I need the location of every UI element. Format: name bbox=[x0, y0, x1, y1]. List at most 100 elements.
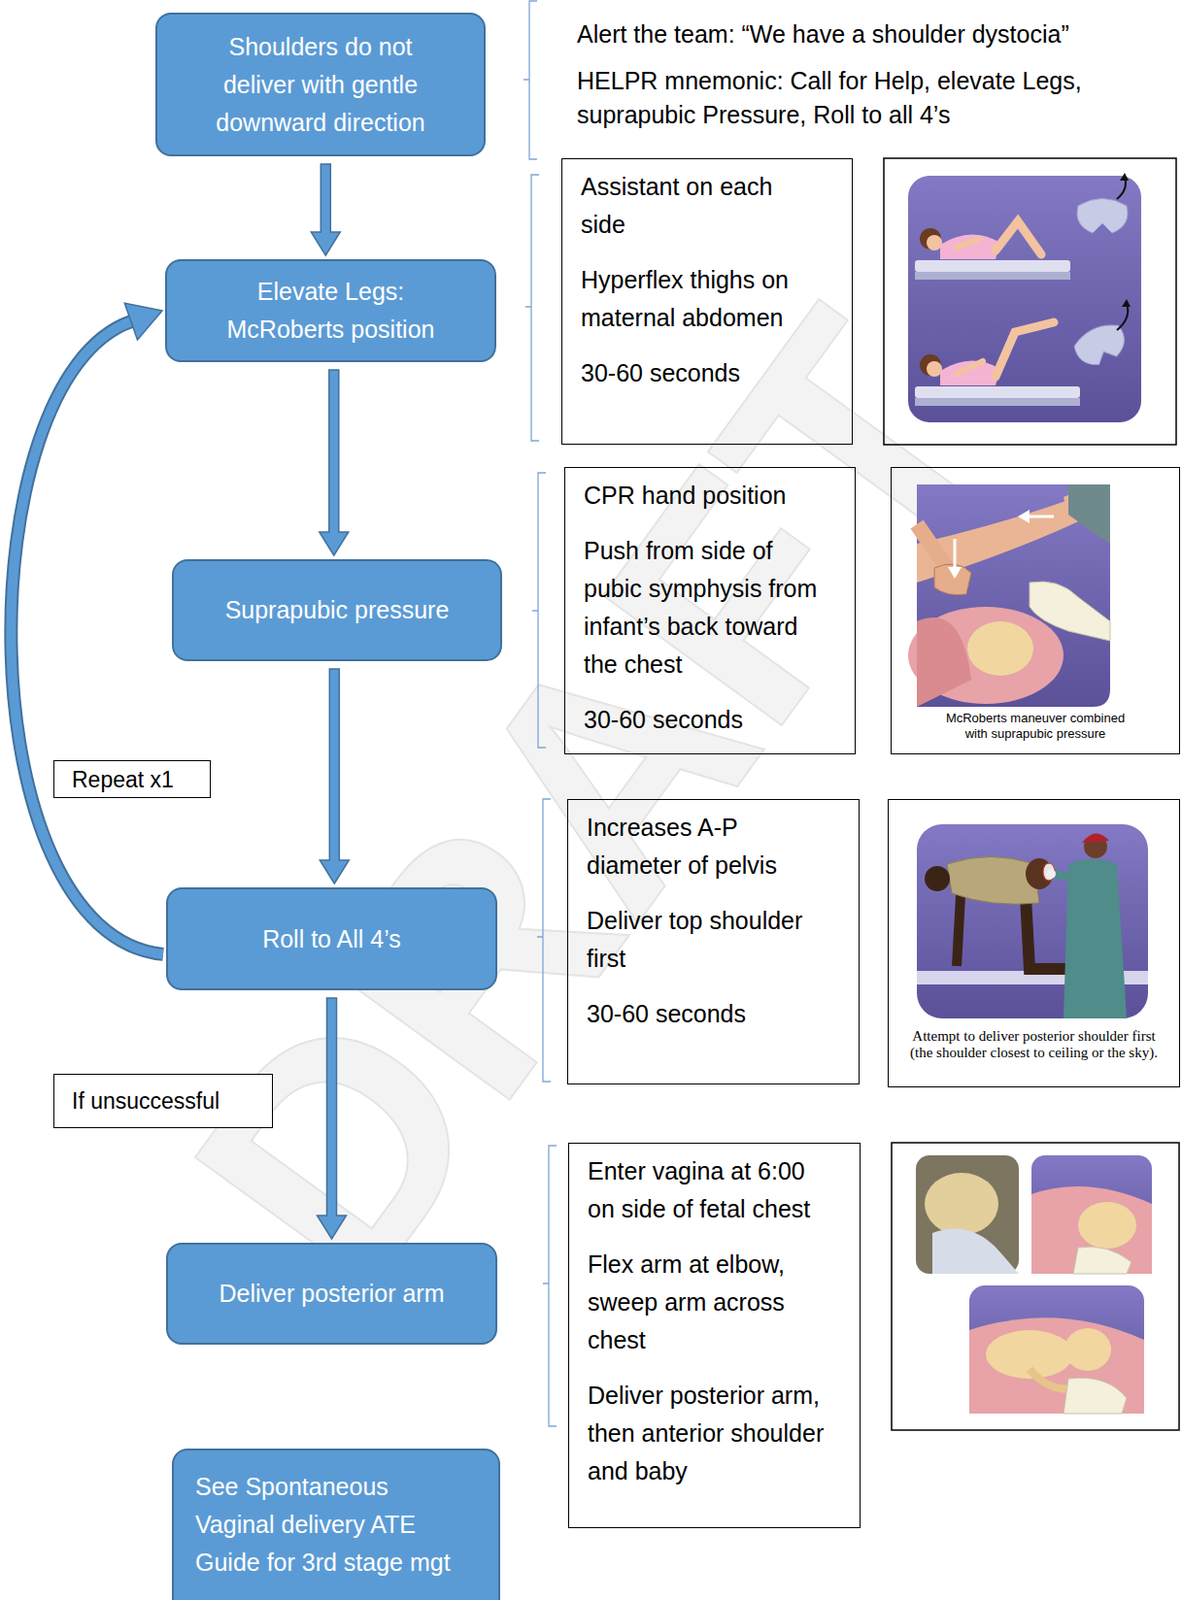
arrow-head bbox=[124, 303, 163, 340]
block-arrow bbox=[310, 164, 340, 256]
instruction-text: Alert the team: “We have a shoulder dyst… bbox=[576, 15, 1180, 54]
posterior-arm-illustration-part bbox=[969, 1317, 1145, 1415]
figure-box: McRoberts maneuver combined with suprapu… bbox=[890, 467, 1181, 755]
note-label-box: Repeat x1 bbox=[53, 760, 211, 799]
suprapubic-illustration-part bbox=[1068, 484, 1111, 544]
box-text: 30-60 seconds bbox=[583, 701, 822, 740]
label-wrap: HELPR mnemonic: Call for Help, elevate L… bbox=[576, 64, 1121, 133]
mcroberts-illustration-part bbox=[926, 361, 943, 377]
note-label-box: If unsuccessful bbox=[53, 1074, 273, 1129]
box-text: Elevate Legs: McRoberts position bbox=[209, 272, 453, 349]
mcroberts-illustration-part bbox=[914, 386, 1081, 399]
posterior-arm-illustration bbox=[915, 1155, 1152, 1415]
mcroberts-illustration-part bbox=[956, 361, 983, 374]
loop-arrow bbox=[10, 303, 164, 955]
all-fours-illustration-part bbox=[1046, 869, 1056, 879]
note-box: Increases A-P diameter of pelvisDeliver … bbox=[567, 799, 860, 1085]
bracket-lines-part bbox=[537, 799, 551, 1082]
box-text: Deliver posterior arm bbox=[218, 1275, 444, 1314]
box-text: If unsuccessful bbox=[71, 1087, 220, 1115]
mnemonic-text: HELPR mnemonic: Call for Help, elevate L… bbox=[576, 64, 1121, 133]
flow-arrow bbox=[319, 370, 349, 556]
suprapubic-illustration-part bbox=[1017, 509, 1030, 524]
bracket-lines-part bbox=[523, 0, 538, 160]
note-box: Assistant on each sideHyperflex thighs o… bbox=[561, 158, 853, 445]
suprapubic-illustration-part bbox=[1027, 515, 1054, 519]
flow-arrow bbox=[310, 164, 340, 256]
mcroberts-illustration-part bbox=[995, 221, 1042, 255]
all-fours-illustration-part bbox=[924, 866, 950, 892]
mcroberts-illustration-part bbox=[919, 228, 942, 250]
bracket-lines-part bbox=[532, 472, 546, 748]
suprapubic-illustration-part bbox=[953, 539, 957, 569]
posterior-arm-illustration-part bbox=[1064, 1328, 1112, 1372]
mcroberts-illustration-part bbox=[940, 360, 1001, 386]
posterior-arm-illustration-part bbox=[915, 1155, 1019, 1275]
process-box: Suprapubic pressure bbox=[171, 559, 503, 662]
mcroberts-illustration-part bbox=[914, 260, 1071, 272]
suprapubic-illustration-part bbox=[1029, 581, 1111, 642]
all-fours-illustration-part bbox=[946, 857, 1040, 906]
loop-arrow-outline bbox=[10, 321, 164, 955]
box-text: Attempt to deliver posterior shoulder fi… bbox=[903, 1028, 1166, 1062]
all-fours-illustration-part bbox=[1063, 859, 1127, 1019]
process-box: See Spontaneous Vaginal delivery ATE Gui… bbox=[171, 1449, 501, 1600]
process-box: Shoulders do not deliver with gentle dow… bbox=[155, 12, 486, 157]
block-arrow bbox=[319, 370, 349, 556]
figure-frame-part bbox=[883, 158, 1177, 445]
flow-arrow bbox=[317, 998, 347, 1240]
bracket-lines bbox=[523, 0, 557, 1427]
flow-arrow bbox=[319, 669, 349, 884]
all-fours-illustration-part bbox=[916, 824, 1149, 1019]
posterior-arm-illustration-part bbox=[932, 1229, 1019, 1276]
suprapubic-illustration-part bbox=[916, 484, 1111, 708]
box-text: 30-60 seconds bbox=[580, 354, 819, 393]
posterior-arm-illustration-part bbox=[924, 1173, 999, 1236]
figure-frame-part bbox=[891, 1143, 1180, 1431]
mcroberts-illustration bbox=[908, 172, 1142, 423]
bracket-lines-part bbox=[525, 174, 540, 441]
mcroberts-illustration-part bbox=[940, 234, 1001, 260]
figure-box: Attempt to deliver posterior shoulder fi… bbox=[887, 799, 1181, 1088]
process-box: Roll to All 4’s bbox=[166, 887, 498, 991]
all-fours-illustration-part bbox=[1043, 863, 1055, 881]
mcroberts-illustration-part bbox=[995, 322, 1054, 377]
mcroberts-illustration-part bbox=[1121, 299, 1131, 307]
suprapubic-illustration-part bbox=[947, 567, 962, 579]
mcroberts-illustration-part bbox=[914, 398, 1081, 406]
box-text: Flex arm at elbow, sweep arm across ches… bbox=[587, 1246, 826, 1360]
box-text: Suprapubic pressure bbox=[225, 591, 450, 630]
box-text: See Spontaneous Vaginal delivery ATE Gui… bbox=[195, 1468, 470, 1583]
posterior-arm-illustration-part bbox=[1031, 1155, 1152, 1275]
block-arrow bbox=[317, 998, 347, 1240]
suprapubic-illustration-part bbox=[916, 524, 947, 569]
box-text: Shoulders do not deliver with gentle dow… bbox=[199, 28, 442, 142]
process-box: Elevate Legs: McRoberts position bbox=[165, 259, 497, 363]
suprapubic-illustration-part bbox=[967, 621, 1034, 676]
suprapubic-illustration-part bbox=[934, 564, 972, 596]
box-text: Increases A-P diameter of pelvis bbox=[586, 809, 825, 885]
mcroberts-illustration-part bbox=[914, 271, 1071, 280]
box-text: Assistant on each side bbox=[580, 168, 819, 244]
note-box: CPR hand positionPush from side of pubic… bbox=[564, 467, 856, 755]
mcroberts-illustration-part bbox=[908, 175, 1142, 423]
mcroberts-illustration-part bbox=[1116, 303, 1128, 331]
posterior-arm-illustration-part bbox=[1073, 1247, 1132, 1275]
box-text: Enter vagina at 6:00 on side of fetal ch… bbox=[587, 1152, 826, 1229]
box-text: Hyperflex thighs on maternal abdomen bbox=[580, 261, 819, 338]
process-box: Deliver posterior arm bbox=[166, 1243, 498, 1346]
suprapubic-illustration bbox=[908, 484, 1111, 708]
mcroberts-illustration-part bbox=[919, 354, 942, 376]
note-box: Enter vagina at 6:00 on side of fetal ch… bbox=[568, 1143, 861, 1529]
box-text: Repeat x1 bbox=[71, 766, 174, 794]
box-text: 30-60 seconds bbox=[586, 995, 825, 1034]
posterior-arm-illustration-part bbox=[1063, 1378, 1127, 1415]
block-arrow bbox=[319, 669, 349, 884]
mcroberts-illustration-part bbox=[1077, 199, 1128, 235]
loop-arrow-body bbox=[10, 321, 164, 955]
box-text: Deliver posterior arm, then anterior sho… bbox=[587, 1377, 826, 1491]
mcroberts-illustration-part bbox=[926, 235, 943, 251]
